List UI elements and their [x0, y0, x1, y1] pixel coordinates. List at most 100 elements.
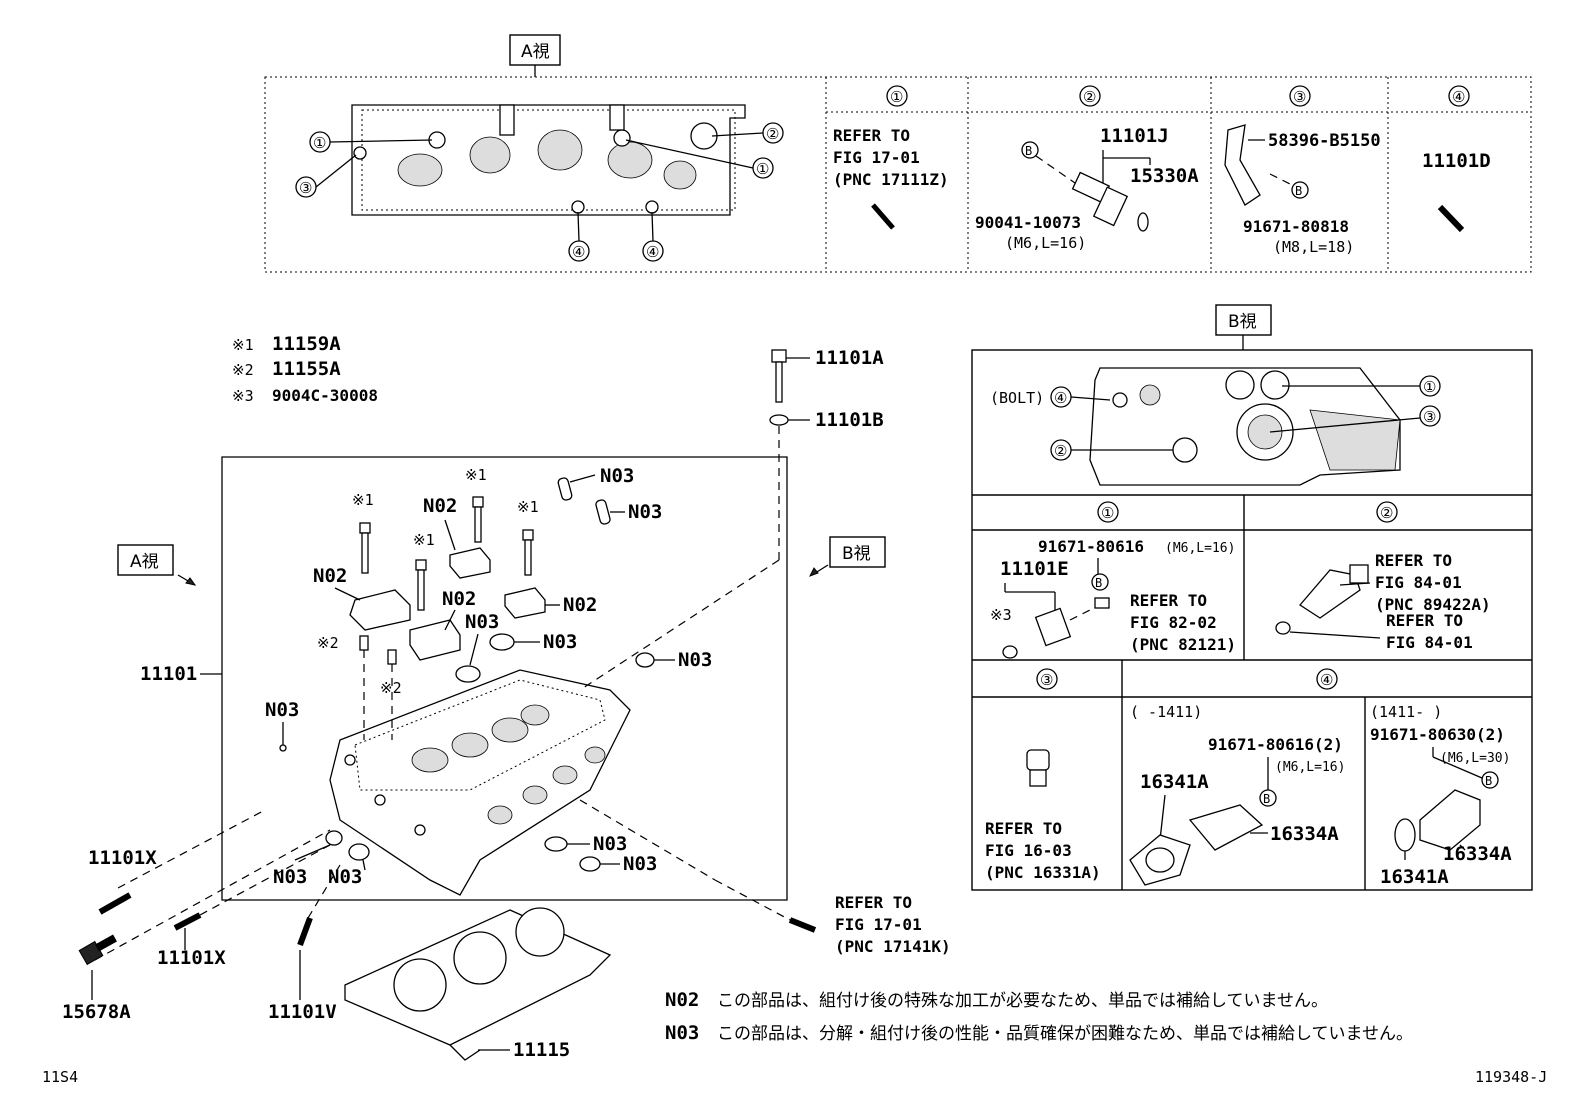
svg-text:91671-80616(2): 91671-80616(2): [1208, 735, 1343, 754]
footer-left: 11S4: [42, 1068, 78, 1086]
svg-text:FIG 82-02: FIG 82-02: [1130, 613, 1217, 632]
svg-text:N02: N02: [313, 565, 347, 587]
svg-text:※3: ※3: [990, 606, 1012, 624]
svg-text:REFER TO: REFER TO: [833, 126, 910, 145]
a-view-label: A視: [509, 34, 561, 77]
svg-text:①: ①: [890, 88, 903, 106]
svg-text:B視: B視: [1228, 312, 1257, 332]
b-cell-1: 91671-80616 (M6,L=16) B 11101E ※3 REFER …: [990, 537, 1236, 659]
svg-text:11101D: 11101D: [1422, 150, 1491, 172]
svg-text:58396-B5150: 58396-B5150: [1268, 131, 1381, 151]
svg-text:(M6,L=16): (M6,L=16): [1275, 760, 1345, 775]
svg-text:(M6,L=30): (M6,L=30): [1440, 751, 1510, 766]
a-table-col1: REFER TO FIG 17-01 (PNC 17111Z): [833, 126, 949, 230]
svg-text:REFER TO: REFER TO: [1375, 551, 1452, 570]
svg-text:N03: N03: [465, 611, 499, 633]
svg-text:11155A: 11155A: [272, 358, 341, 380]
svg-text:※1: ※1: [413, 531, 435, 549]
svg-text:REFER TO: REFER TO: [985, 819, 1062, 838]
svg-text:この部品は、組付け後の特殊な加工が必要なため、単品では補給し: この部品は、組付け後の特殊な加工が必要なため、単品では補給していません。: [717, 991, 1328, 1011]
svg-text:REFER TO: REFER TO: [1130, 591, 1207, 610]
svg-text:11101J: 11101J: [1100, 125, 1169, 147]
svg-text:(BOLT): (BOLT): [990, 389, 1044, 407]
svg-text:②: ②: [1054, 442, 1067, 460]
svg-text:B: B: [1095, 576, 1102, 590]
a-table-col3: 58396-B5150 B 91671-80818 (M8,L=18): [1224, 124, 1381, 256]
svg-text:A視: A視: [130, 552, 159, 572]
label-11101: 11101: [140, 663, 197, 685]
svg-text:③: ③: [1423, 408, 1436, 426]
svg-text:(M6,L=16): (M6,L=16): [1005, 234, 1086, 252]
svg-text:※2: ※2: [317, 634, 339, 652]
svg-text:N03: N03: [265, 699, 299, 721]
svg-text:N02: N02: [423, 495, 457, 517]
svg-text:11101X: 11101X: [88, 847, 157, 869]
a-table-col4: 11101D: [1422, 150, 1491, 233]
svg-text:91671-80616: 91671-80616: [1038, 537, 1144, 556]
svg-text:③: ③: [1040, 671, 1053, 689]
svg-text:(PNC 82121): (PNC 82121): [1130, 635, 1236, 654]
svg-text:91671-80818: 91671-80818: [1243, 217, 1349, 236]
svg-text:④: ④: [646, 243, 659, 261]
svg-text:N02: N02: [563, 594, 597, 616]
svg-text:11101B: 11101B: [815, 409, 884, 431]
svg-text:FIG 84-01: FIG 84-01: [1375, 573, 1462, 592]
svg-text:①: ①: [1423, 378, 1436, 396]
b-view-head-drawing: ① ③ ④ (BOLT) ②: [990, 367, 1441, 486]
svg-text:N02: N02: [442, 588, 476, 610]
a-table-col2: 11101J 15330A B 90041-10073 (M6,L=16): [975, 125, 1199, 252]
svg-text:B: B: [1295, 184, 1302, 198]
main-frame: [221, 456, 788, 901]
refer-17141k: REFER TO FIG 17-01 (PNC 17141K): [835, 893, 951, 956]
svg-text:※1: ※1: [232, 336, 254, 354]
svg-text:③: ③: [299, 179, 312, 197]
svg-text:(1411- ): (1411- ): [1370, 703, 1442, 721]
svg-text:(PNC 17141K): (PNC 17141K): [835, 937, 951, 956]
svg-text:FIG 16-03: FIG 16-03: [985, 841, 1072, 860]
svg-text:11101E: 11101E: [1000, 558, 1069, 580]
svg-text:(PNC 17111Z): (PNC 17111Z): [833, 170, 949, 189]
svg-text:N03: N03: [678, 649, 712, 671]
svg-text:(M8,L=18): (M8,L=18): [1273, 238, 1354, 256]
svg-text:※3: ※3: [232, 387, 254, 405]
a-view-arrow: A視: [117, 544, 197, 586]
svg-text:この部品は、分解・組付け後の性能・品質確保が困難なため、単品: この部品は、分解・組付け後の性能・品質確保が困難なため、単品では補給していません…: [717, 1024, 1413, 1044]
studs-and-plug: 11101X 15678A 11101X 11101V: [62, 809, 341, 1023]
head-gasket: 11115: [344, 907, 612, 1061]
svg-text:④: ④: [572, 243, 585, 261]
a-view-label-text: A視: [521, 42, 550, 62]
svg-text:( -1411): ( -1411): [1130, 703, 1202, 721]
cam-caps: N02 N02 N02 N02: [313, 495, 597, 661]
svg-text:11101X: 11101X: [157, 947, 226, 969]
a-table-headers: ① ② ③ ④: [886, 85, 1470, 107]
svg-text:※1: ※1: [352, 491, 374, 509]
svg-text:9004C-30008: 9004C-30008: [272, 386, 378, 405]
a-view-callouts: ① ② ① ③ ④ ④: [295, 122, 784, 262]
svg-text:FIG 17-01: FIG 17-01: [835, 915, 922, 934]
svg-text:④: ④: [1320, 671, 1333, 689]
svg-text:②: ②: [766, 125, 779, 143]
svg-text:③: ③: [1293, 88, 1306, 106]
svg-text:16341A: 16341A: [1380, 866, 1449, 888]
svg-text:②: ②: [1380, 504, 1393, 522]
svg-text:11101A: 11101A: [815, 347, 884, 369]
svg-text:N03: N03: [628, 501, 662, 523]
svg-text:N03: N03: [600, 465, 634, 487]
a-view-head-drawing: [351, 104, 746, 216]
svg-text:16334A: 16334A: [1443, 843, 1512, 865]
svg-text:※2: ※2: [380, 679, 402, 697]
svg-text:(PNC 89422A): (PNC 89422A): [1375, 595, 1491, 614]
svg-text:FIG 17-01: FIG 17-01: [833, 148, 920, 167]
cylinder-head: [329, 669, 631, 896]
svg-text:91671-80630(2): 91671-80630(2): [1370, 725, 1505, 744]
svg-text:11115: 11115: [513, 1039, 570, 1061]
b-cell-4a: ( -1411) 91671-80616(2) (M6,L=16) B 1634…: [1129, 703, 1345, 886]
svg-text:B視: B視: [842, 544, 871, 564]
svg-text:(M6,L=16): (M6,L=16): [1165, 541, 1235, 556]
svg-text:④: ④: [1054, 389, 1067, 407]
svg-text:①: ①: [1101, 504, 1114, 522]
svg-text:※1: ※1: [517, 498, 539, 516]
footnotes: N02 この部品は、組付け後の特殊な加工が必要なため、単品では補給していません。…: [665, 989, 1413, 1044]
